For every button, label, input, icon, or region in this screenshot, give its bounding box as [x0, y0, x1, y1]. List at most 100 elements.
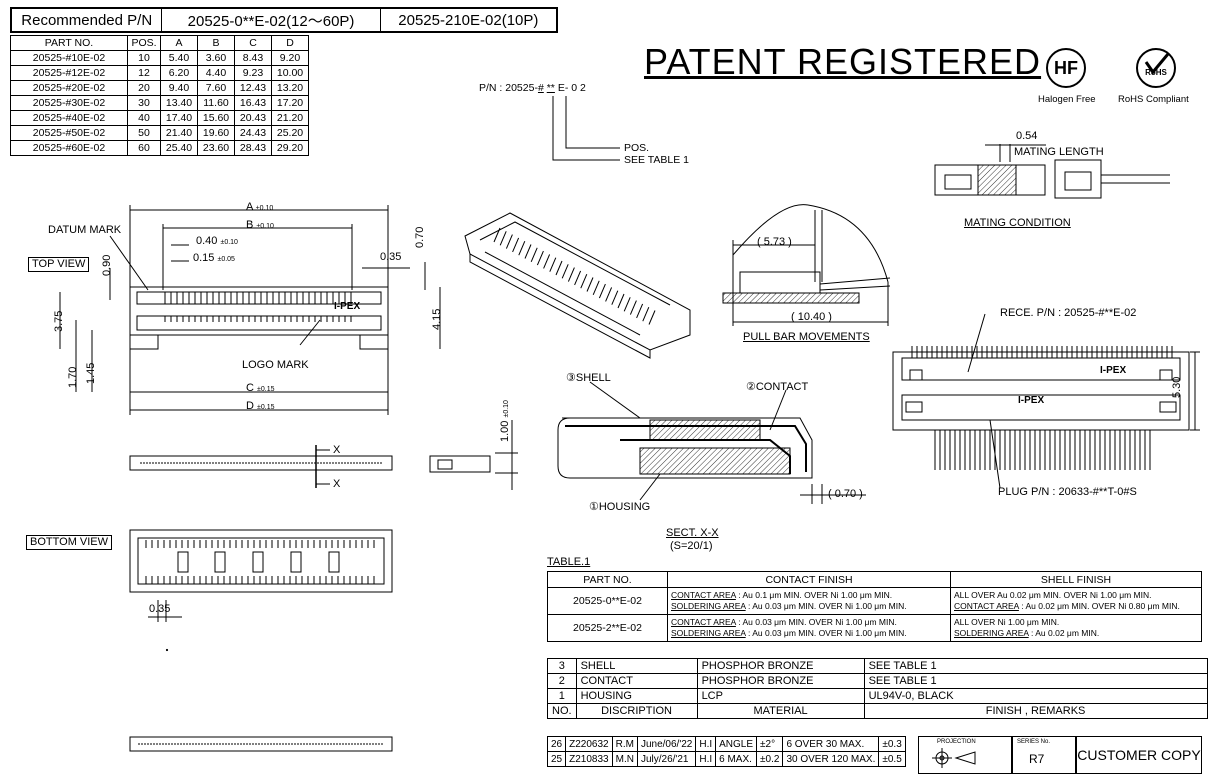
- shell-allover: ALL OVER Ni 1.00 μm MIN.: [954, 617, 1060, 627]
- pin-line: [636, 303, 644, 319]
- rohs-compliant-icon: RoHS: [1136, 48, 1176, 88]
- bom-cell: PHOSPHOR BRONZE: [696, 658, 865, 674]
- pin-line: [518, 241, 526, 256]
- finish-table-header: PART NO. CONTACT FINISH SHELL FINISH: [547, 571, 1202, 588]
- pin-line: [505, 234, 513, 249]
- halogen-free-label: Halogen Free: [1038, 94, 1096, 105]
- pn-code-prefix: P/N : 20525-: [479, 82, 538, 94]
- part-table-cell: 20525-#60E-02: [10, 140, 128, 156]
- section-x-top: X: [333, 444, 341, 456]
- pull-bar-drawing: [722, 204, 891, 326]
- dim-015: 0.15 ±0.05: [193, 253, 235, 264]
- hf-mark: HF: [1054, 57, 1078, 78]
- dim-a-letter: A: [246, 201, 253, 213]
- pin-line: [555, 260, 563, 276]
- pin-line: [536, 250, 544, 266]
- pin-line: [561, 264, 569, 279]
- dim-040: 0.40 ±0.10: [196, 236, 238, 247]
- rece-plug-drawing: [892, 313, 1200, 489]
- bom-cell: CONTACT: [575, 673, 698, 689]
- pin-line: [567, 267, 575, 282]
- pin-line: [177, 551, 189, 573]
- bom-h-finish: FINISH , REMARKS: [863, 703, 1208, 719]
- revision-cell: M.N: [611, 751, 638, 767]
- pin-line: [605, 287, 613, 302]
- pin-line: [214, 551, 226, 573]
- section-label: SECT. X-X: [666, 527, 719, 539]
- pin-line: [642, 307, 650, 322]
- dim-1040: ( 10.40 ): [791, 311, 832, 323]
- shell-area-label: CONTACT AREA: [954, 601, 1019, 611]
- soldering-area-label: SOLDERING AREA: [671, 601, 746, 611]
- part-table-cell: 28.43: [234, 140, 272, 156]
- mating-length-label: MATING LENGTH: [1014, 146, 1104, 158]
- part-table-cell: 12.43: [234, 80, 272, 96]
- recommended-pn-bar: Recommended P/N 20525-0**E-02(12～60P) 20…: [10, 7, 558, 33]
- header-part-no: PART NO.: [10, 35, 128, 51]
- bottom-view-label: BOTTOM VIEW: [26, 535, 113, 550]
- dim-d: D ±0.15: [246, 401, 274, 412]
- bom-h-material: MATERIAL: [696, 703, 865, 719]
- part-table-cell: 24.43: [234, 125, 272, 141]
- shell-label: ③SHELL: [566, 372, 611, 384]
- rohs-compliant-label: RoHS Compliant: [1118, 94, 1189, 105]
- dim-a-tol: ±0.10: [255, 205, 274, 212]
- shell-area-spec: : Au 0.02 μm MIN.: [1028, 628, 1100, 638]
- part-table-cell: 5.40: [160, 50, 198, 66]
- dim-d-letter: D: [246, 400, 254, 412]
- contact-label: ②CONTACT: [746, 381, 809, 393]
- mating-condition-label: MATING CONDITION: [964, 217, 1071, 229]
- pn-leader-lines: [552, 96, 620, 161]
- dim-035-top: 0.35: [380, 251, 402, 263]
- contact-area-label: CONTACT AREA: [671, 617, 736, 627]
- finish-table: PART NO. CONTACT FINISH SHELL FINISH 205…: [547, 571, 1202, 642]
- pin-line: [290, 551, 302, 573]
- recommended-pn-1: 20525-0**E-02(12～60P): [162, 9, 381, 31]
- revision-cell: 6 MAX.: [715, 751, 758, 767]
- pn-code-hash: #: [537, 82, 544, 94]
- revision-cell: 30 OVER 120 MAX.: [782, 751, 880, 767]
- rohs-mark: RoHS: [1145, 68, 1167, 77]
- ipex-logo-rece: I-PEX: [1100, 365, 1127, 376]
- bottom-profile: [129, 736, 393, 752]
- contact-area-label: CONTACT AREA: [671, 590, 736, 600]
- bom-header: NO. DISCRIPTION MATERIAL FINISH , REMARK…: [547, 703, 1208, 719]
- shell-allover: ALL OVER Au 0.02 μm MIN. OVER Ni 1.00 μm…: [954, 590, 1152, 600]
- part-table-cell: 21.40: [160, 125, 198, 141]
- shell-area-label: SOLDERING AREA: [954, 628, 1029, 638]
- dim-040-value: 0.40: [196, 235, 218, 247]
- shell-area-spec: : Au 0.02 μm MIN. OVER Ni 0.80 μm MIN.: [1018, 601, 1180, 611]
- mating-dim: 0.54: [1016, 130, 1038, 142]
- ipex-logo-plug: I-PEX: [1018, 395, 1045, 406]
- part-table-cell: 20525-#12E-02: [10, 65, 128, 81]
- pin-line: [549, 257, 557, 272]
- dim-b-tol: ±0.10: [256, 223, 274, 230]
- part-table-cell: 21.20: [271, 110, 309, 126]
- pin-line: [493, 227, 501, 243]
- bottom-view-pins: [145, 540, 375, 584]
- ipex-logo-top: I-PEX: [334, 301, 361, 312]
- customer-copy-label: CUSTOMER COPY: [1077, 747, 1201, 763]
- pin-line: [648, 310, 656, 325]
- top-view-pins: [164, 292, 352, 322]
- isometric-pins: [493, 227, 656, 325]
- contact-area-spec: : Au 0.1 μm MIN. OVER Ni 1.00 μm MIN.: [735, 590, 893, 600]
- shell-finish: ALL OVER Au 0.02 μm MIN. OVER Ni 1.00 μm…: [950, 587, 1202, 615]
- contact-area-spec: : Au 0.03 μm MIN. OVER Ni 1.00 μm MIN.: [735, 617, 897, 627]
- pn-see-table-label: SEE TABLE 1: [624, 154, 689, 166]
- pin-line: [499, 231, 507, 246]
- dim-c-tol: ±0.15: [257, 386, 275, 393]
- section-scale: (S=20/1): [670, 540, 713, 552]
- revision-cell: July/26/'21: [636, 751, 697, 767]
